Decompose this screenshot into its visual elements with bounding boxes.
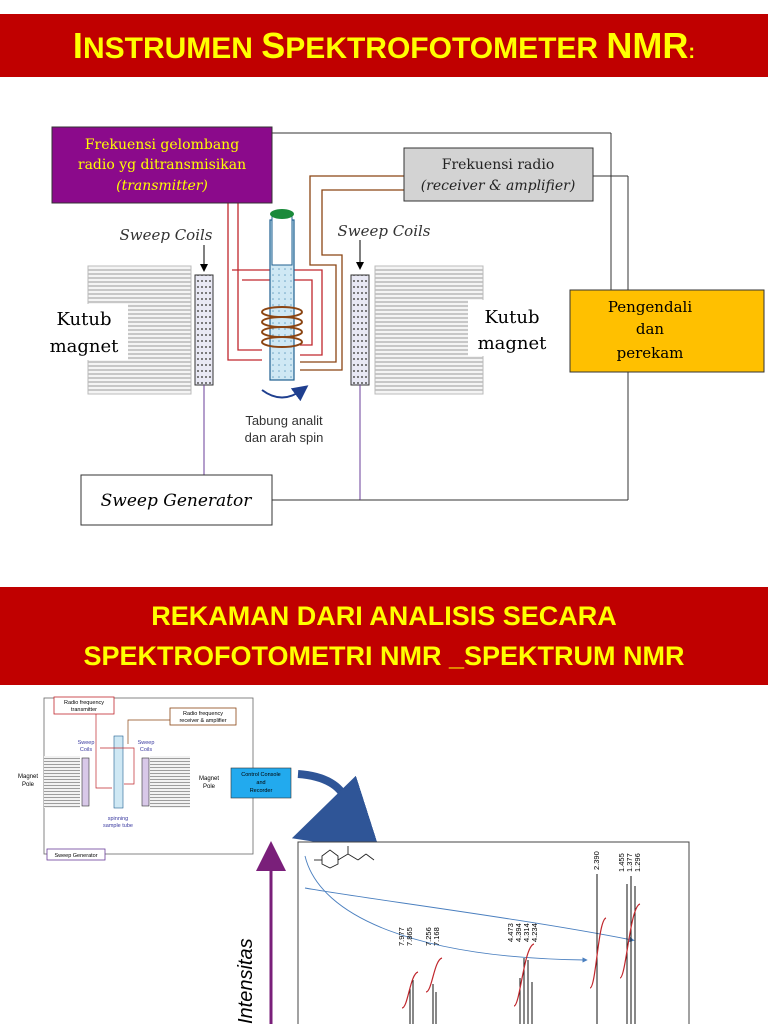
- mini-receiver-line1: Radio frequency: [183, 711, 223, 717]
- title-letter-i: I: [72, 25, 83, 66]
- slide1-title-banner: INSTRUMEN SPEKTROFOTOMETER NMR:: [0, 14, 768, 77]
- transmitter-label-line2: radio yg ditransmisikan: [78, 157, 246, 173]
- magnet-left-label-line2: magnet: [50, 336, 120, 357]
- peak-label: 4.473: [506, 923, 515, 942]
- peak-labels-group4: 1.455 1.377 1.296: [617, 853, 642, 872]
- magnet-right-label-line2: magnet: [478, 333, 548, 354]
- mini-sweep-generator-box: [46, 848, 106, 861]
- spin-direction-arrow: [261, 385, 309, 402]
- title-word-nmr: NMR: [606, 25, 689, 66]
- sweep-coils-right-label: Sweep Coils: [337, 222, 430, 240]
- mini-magnet-left: [44, 756, 80, 808]
- mini-sweep-generator-label: Sweep Generator: [54, 853, 97, 859]
- mini-console-line1: Control Console: [241, 772, 280, 778]
- slide2-title-line1: REKAMAN DARI ANALISIS SECARA: [151, 601, 617, 631]
- mini-receiver-box: [169, 707, 237, 726]
- molecule-structure: [314, 846, 375, 869]
- mini-console-line3: Recorder: [250, 788, 273, 794]
- transmitter-label-line1: Frekuensi gelombang: [85, 137, 239, 153]
- slide2-title-line2: SPEKTROFOTOMETRI NMR _SPEKTRUM NMR: [83, 641, 685, 671]
- sweep-coils-left-label: Sweep Coils: [119, 226, 212, 244]
- mini-tube-line2: sample tube: [103, 823, 133, 829]
- tube-glass-top: [271, 214, 293, 266]
- mini-sample-tube: [113, 735, 124, 809]
- title-letter-s: S: [261, 25, 286, 66]
- mini-sweep-right-line1: Sweep: [138, 740, 155, 746]
- mini-transmitter-line1: Radio frequency: [64, 700, 104, 706]
- mini-receiver-line2: receiver & amplifier: [179, 718, 226, 724]
- magnet-right-label-bg: [468, 300, 554, 356]
- mini-sweep-right-line2: Coils: [140, 747, 152, 753]
- peak-label: 7.256: [424, 927, 433, 946]
- mini-sweep-coil-left: [81, 757, 90, 807]
- mini-console-box: [230, 767, 292, 799]
- peak-labels-group1: 7.977 7.865 7.256 7.168: [397, 927, 441, 946]
- controller-label-line3: perekam: [617, 344, 684, 362]
- peak-label: 7.865: [405, 927, 414, 946]
- mini-console-line2: and: [256, 780, 265, 786]
- right-sweep-coil: [350, 274, 370, 386]
- title-word-spektrofotometer: PEKTROFOTOMETER: [285, 32, 607, 65]
- receiver-label-line1: Frekuensi radio: [442, 157, 555, 173]
- mini-sweep-left-line1: Sweep: [78, 740, 95, 746]
- tube-label-line1: Tabung analit: [245, 413, 323, 428]
- peak-label: 2.390: [592, 851, 601, 870]
- peak-label: 1.455: [617, 853, 626, 872]
- left-sweep-coil: [194, 274, 214, 386]
- right-magnet-pole: [374, 265, 484, 395]
- nmr-instrument-diagram: Frekuensi gelombang radio yg ditransmisi…: [42, 126, 765, 526]
- mini-tube-line1: spinning: [108, 816, 129, 822]
- mini-magnet-right: [150, 756, 190, 808]
- mini-rf-wires: [95, 714, 135, 789]
- peak-label: 4.394: [514, 923, 523, 942]
- mini-magnet-left-line2: Pole: [22, 782, 35, 788]
- peak-label: 4.314: [522, 923, 531, 942]
- slide2-title-banner: REKAMAN DARI ANALISIS SECARA SPEKTROFOTO…: [0, 587, 768, 685]
- peak-labels-group3: 2.390: [592, 851, 601, 870]
- peak-label: 1.377: [625, 853, 634, 872]
- console-to-spectrum-arrow: [291, 770, 381, 852]
- sweep-generator-label: Sweep Generator: [101, 491, 253, 511]
- receiver-label-line2: (receiver & amplifier): [421, 178, 576, 194]
- mini-receiver-wire: [127, 719, 170, 744]
- nmr-spectrum-section: Radio frequency transmitter Radio freque…: [18, 696, 690, 1024]
- receiver-box: [403, 147, 594, 202]
- peak-labels-group2: 4.473 4.394 4.314 4.234: [506, 923, 539, 942]
- integration-path-1: [304, 855, 588, 963]
- peak-label: 7.168: [432, 927, 441, 946]
- intensity-axis-label: Intensitas: [235, 938, 257, 1024]
- mini-transmitter-line2: transmitter: [71, 707, 97, 713]
- magnet-left-label-bg: [42, 304, 128, 360]
- rf-coil: [261, 306, 303, 348]
- mini-sweep-left-line2: Coils: [80, 747, 92, 753]
- tube-label-line2: dan arah spin: [245, 430, 324, 445]
- mini-transmitter-box: [53, 696, 115, 715]
- peak-label: 1.296: [633, 853, 642, 872]
- spectrum-frame: [297, 841, 690, 1024]
- transmitter-box: [51, 126, 273, 204]
- title-word-instrumen: NSTRUMEN: [82, 32, 262, 65]
- tube-cap: [270, 209, 294, 219]
- transmitter-label-line3: (transmitter): [116, 178, 208, 194]
- title-colon: :: [688, 41, 696, 63]
- mini-magnet-right-line1: Magnet: [199, 776, 219, 782]
- magnet-left-label-line1: Kutub: [57, 309, 112, 330]
- mini-magnet-left-line1: Magnet: [18, 774, 38, 780]
- controller-label-line2: dan: [636, 320, 665, 338]
- sweep-generator-box: [80, 474, 273, 526]
- mini-sweep-coil-right: [141, 757, 150, 807]
- peak-label: 7.977: [397, 927, 406, 946]
- peak-label: 4.234: [530, 923, 539, 942]
- receiver-wires: [300, 175, 404, 371]
- controller-box: [569, 289, 765, 373]
- magnet-right-label-line1: Kutub: [485, 307, 540, 328]
- integration-path-2: [304, 887, 635, 943]
- mini-magnet-right-line2: Pole: [203, 784, 216, 790]
- controller-label-line1: Pengendali: [608, 298, 692, 316]
- integration-curves: [401, 903, 641, 1009]
